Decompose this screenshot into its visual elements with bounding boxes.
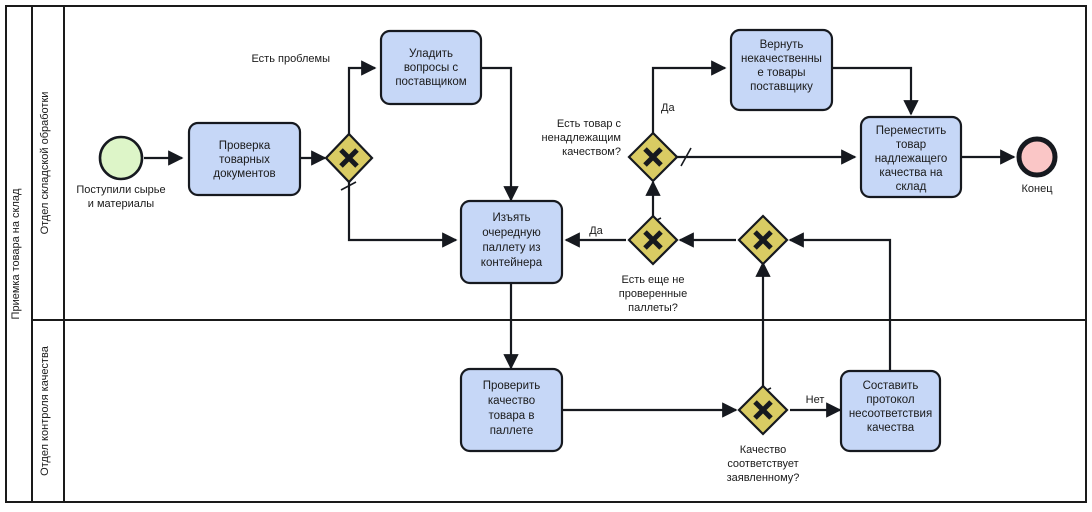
exclusive-gateway-x-icon (753, 400, 773, 420)
task-move-line4: качества на (879, 167, 943, 179)
exclusive-gateway-x-icon (643, 147, 663, 167)
task-return-goods[interactable]: Вернуть некачественны е товары поставщик… (729, 28, 834, 112)
lane-title-quality: Отдел контроля качества (39, 345, 51, 476)
task-take-pallet-line2: очередную (482, 227, 541, 239)
start-event-label-line2: и материалы (88, 198, 154, 210)
task-settle-supplier[interactable]: Уладить вопросы с поставщиком (379, 29, 483, 106)
gateway-bad-quality[interactable]: Есть товар с ненадлежащим качеством? (542, 118, 679, 183)
task-report-line3: несоответствия (849, 408, 932, 420)
task-report-line1: Составить (863, 380, 919, 392)
task-return-goods-line4: поставщику (750, 81, 813, 93)
task-check-quality-line3: товара в (488, 410, 534, 422)
end-event-circle[interactable] (1016, 136, 1058, 178)
task-move-line5: склад (896, 181, 927, 193)
task-check-quality-line4: паллете (490, 425, 534, 437)
task-take-pallet-box[interactable] (459, 199, 564, 285)
task-report-line4: качества (867, 422, 915, 434)
pool-border (5, 5, 1087, 503)
task-return-goods-line2: некачественны (741, 53, 822, 65)
flow-gateway-default-to-take-pallet (347, 181, 458, 248)
task-settle-supplier-line2: вопросы с (404, 62, 459, 74)
task-take-pallet-line3: паллету из (482, 242, 540, 254)
gateway-more-pallets-label-line2: проверенные (619, 288, 687, 300)
exclusive-gateway-x-icon (753, 230, 773, 250)
task-move-line1: Переместить (876, 125, 946, 137)
task-nonconformance-report[interactable]: Составить протокол несоответствия качест… (839, 369, 942, 453)
pool-title: Приемка товара на склад (10, 188, 22, 319)
gateway-docs-problem[interactable] (324, 132, 374, 184)
gateway-more-pallets-label-line3: паллеты? (628, 302, 678, 314)
flow-gateway-to-settle-supplier (347, 60, 377, 136)
flow-label-yes-more-pallets: Да (589, 225, 603, 237)
end-event[interactable]: Конец (1016, 136, 1058, 195)
task-settle-supplier-line3: поставщиком (395, 76, 466, 88)
task-return-goods-line1: Вернуть (760, 39, 804, 51)
task-check-quality-box[interactable] (459, 367, 564, 453)
task-take-pallet-line4: контейнера (481, 257, 543, 269)
flow-bad-quality-yes-to-return (651, 60, 727, 134)
task-check-docs-line1: Проверка (219, 140, 271, 152)
start-event-circle[interactable] (98, 135, 144, 181)
start-event[interactable]: Поступили сырье и материалы (76, 135, 166, 210)
flow-report-to-merge (788, 232, 892, 370)
task-take-pallet-line1: Изъять (493, 212, 531, 224)
flow-label-no-quality: Нет (806, 394, 825, 406)
gateway-more-pallets-label-line1: Есть еще не (622, 274, 685, 286)
gateway-quality-ok-label-line1: Качество (740, 444, 787, 456)
task-check-quality-line2: качество (488, 395, 535, 407)
default-flow-marker-docs (340, 181, 357, 191)
task-move-to-storage-box[interactable] (859, 115, 963, 199)
task-move-line2: товар (896, 139, 926, 151)
task-move-to-storage[interactable]: Переместить товар надлежащего качества н… (859, 115, 963, 199)
task-check-docs-line3: документов (213, 168, 275, 180)
task-return-goods-box[interactable] (729, 28, 834, 112)
flow-label-has-problems: Есть проблемы (251, 53, 330, 65)
flow-labels: Есть проблемы Да Да Нет (251, 53, 824, 406)
task-check-docs-box[interactable] (187, 121, 302, 197)
end-event-label: Конец (1021, 183, 1053, 195)
default-flow-marker-badquality (680, 147, 692, 167)
task-return-goods-line3: е товары (757, 67, 805, 79)
task-move-line3: надлежащего (875, 153, 948, 165)
task-check-quality[interactable]: Проверить качество товара в паллете (459, 367, 564, 453)
gateway-quality-ok-label-line2: соответствует (727, 458, 798, 470)
gateway-quality-ok-label-line3: заявленному? (727, 472, 800, 484)
start-event-label-line1: Поступили сырье (76, 184, 165, 196)
exclusive-gateway-x-icon (339, 148, 359, 168)
task-settle-supplier-box[interactable] (379, 29, 483, 106)
task-report-box[interactable] (839, 369, 942, 453)
gateway-merge[interactable] (737, 214, 789, 266)
pool: Приемка товара на склад Отдел складской … (5, 5, 1087, 503)
task-check-docs[interactable]: Проверка товарных документов (187, 121, 302, 197)
flow-label-yes-return: Да (661, 102, 675, 114)
gateway-more-pallets[interactable]: Есть еще не проверенные паллеты? (619, 214, 687, 314)
gateway-bad-quality-label-line1: Есть товар с (557, 118, 622, 130)
gateway-bad-quality-label-line3: качеством? (562, 146, 621, 158)
task-check-docs-line2: товарных (219, 154, 270, 166)
task-settle-supplier-line1: Уладить (409, 48, 453, 60)
lane-title-warehouse: Отдел складской обработки (39, 92, 51, 235)
task-report-line2: протокол (866, 394, 914, 406)
flow-settle-supplier-to-take-pallet (481, 66, 519, 202)
sequence-flows (144, 60, 1016, 418)
task-take-pallet[interactable]: Изъять очередную паллету из контейнера (459, 199, 564, 285)
gateway-quality-ok[interactable]: Качество соответствует заявленному? (727, 384, 800, 484)
exclusive-gateway-x-icon (643, 230, 663, 250)
task-check-quality-line1: Проверить (483, 380, 541, 392)
flow-return-to-move (832, 66, 919, 116)
gateway-bad-quality-label-line2: ненадлежащим (542, 132, 621, 144)
